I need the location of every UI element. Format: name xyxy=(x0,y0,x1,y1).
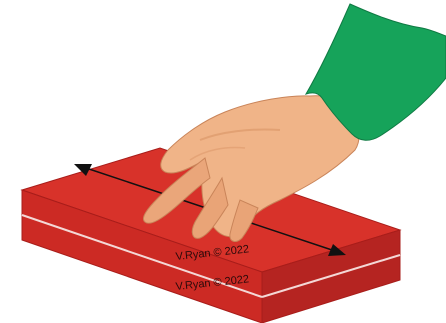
diagram-stage: V.Ryan © 2022 V.Ryan © 2022 xyxy=(0,0,446,323)
block-with-hand-illustration: V.Ryan © 2022 V.Ryan © 2022 xyxy=(0,0,446,323)
